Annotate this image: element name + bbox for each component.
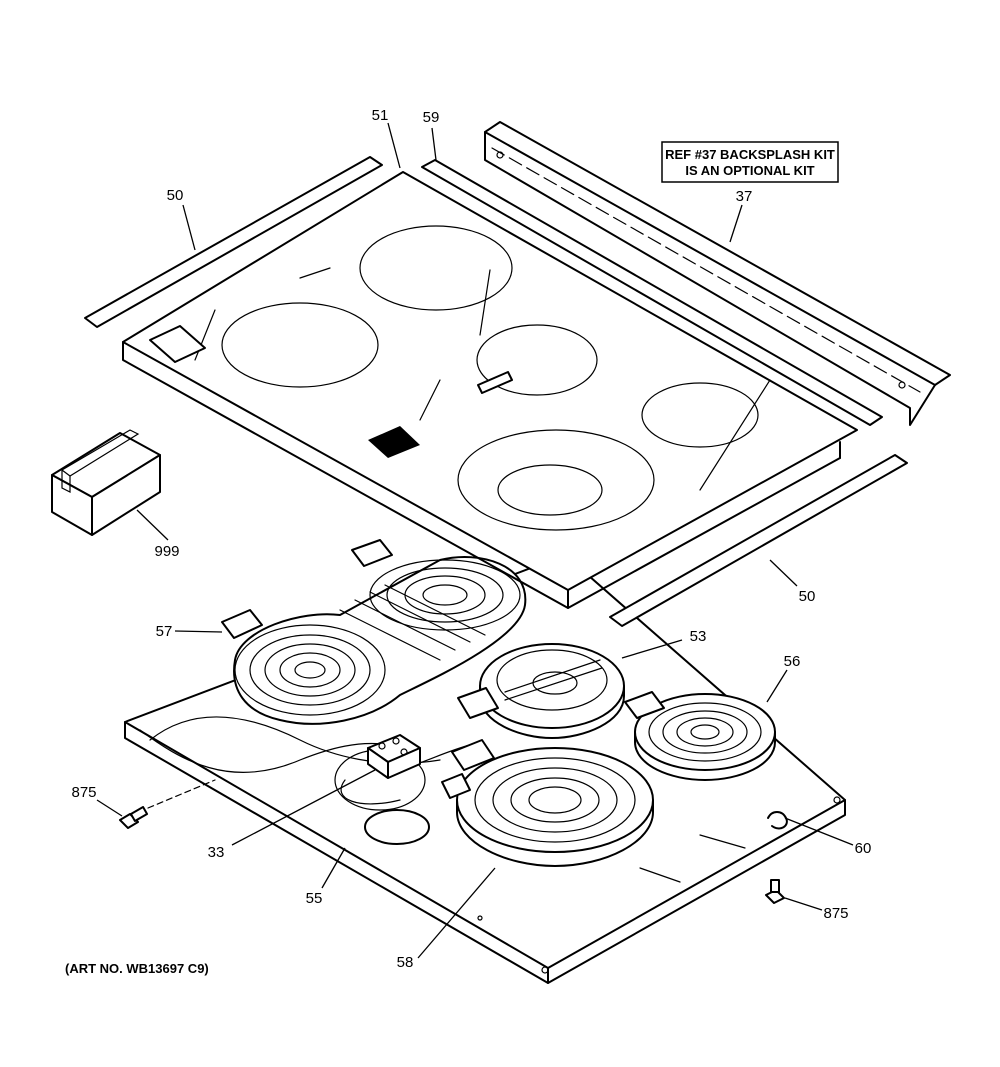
callout-55: 55 bbox=[306, 890, 323, 907]
trim-strip-50-top bbox=[84, 156, 383, 328]
callout-33: 33 bbox=[208, 844, 225, 861]
callout-875-left: 875 bbox=[71, 784, 96, 801]
element-53 bbox=[457, 643, 625, 739]
terminal-block bbox=[367, 734, 421, 779]
callout-875-right: 875 bbox=[823, 905, 848, 922]
callout-59: 59 bbox=[423, 109, 440, 126]
callout-999: 999 bbox=[154, 543, 179, 560]
gasket-ring bbox=[364, 809, 430, 845]
note-line-2: IS AN OPTIONAL KIT bbox=[685, 163, 814, 178]
optional-kit-note: REF #37 BACKSPLASH KIT IS AN OPTIONAL KI… bbox=[661, 141, 839, 183]
element-56 bbox=[624, 691, 776, 781]
callout-37: 37 bbox=[736, 188, 753, 205]
callout-60: 60 bbox=[855, 840, 872, 857]
callout-labels: 50 51 59 37 999 50 57 53 56 875 33 55 58… bbox=[71, 107, 871, 971]
trim-strip-50-bottom bbox=[609, 454, 908, 627]
callout-56: 56 bbox=[784, 653, 801, 670]
backsplash-37 bbox=[484, 121, 951, 426]
trim-strip-59 bbox=[421, 159, 883, 426]
art-number: (ART NO. WB13697 C9) bbox=[65, 961, 209, 976]
screw-left bbox=[119, 779, 216, 829]
callout-58: 58 bbox=[397, 954, 414, 971]
callout-50-bottom: 50 bbox=[799, 588, 816, 605]
glass-cooktop bbox=[122, 171, 858, 609]
dual-oval-element bbox=[221, 539, 527, 725]
note-line-1: REF #37 BACKSPLASH KIT bbox=[665, 147, 835, 162]
callout-50-top: 50 bbox=[167, 187, 184, 204]
element-58 bbox=[441, 739, 654, 867]
callout-51: 51 bbox=[372, 107, 389, 124]
leader-lines bbox=[96, 122, 854, 959]
screw-right bbox=[765, 879, 785, 904]
callout-57: 57 bbox=[156, 623, 173, 640]
callout-53: 53 bbox=[690, 628, 707, 645]
literature-box bbox=[51, 429, 161, 536]
